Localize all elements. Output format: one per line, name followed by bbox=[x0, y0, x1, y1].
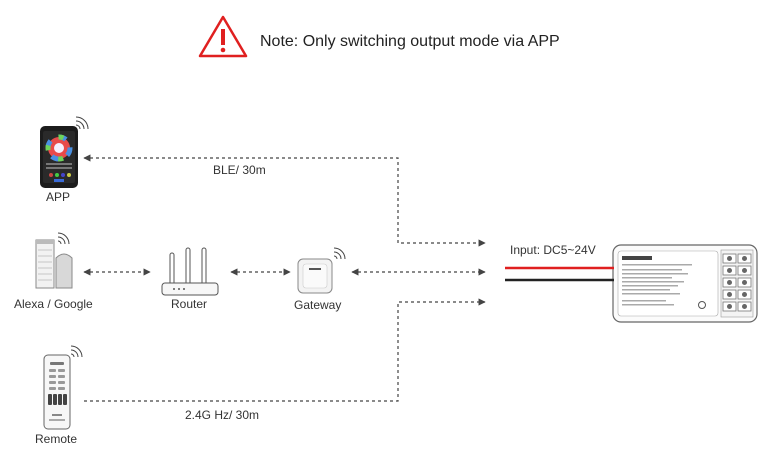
wifi-signal-icon bbox=[70, 345, 83, 358]
input-voltage-label: Input: DC5~24V bbox=[510, 243, 596, 257]
ble-link bbox=[83, 154, 486, 247]
rf-range-label: 2.4G Hz/ 30m bbox=[185, 408, 260, 422]
note-text: Note: Only switching output mode via APP bbox=[260, 33, 560, 50]
alexa-google-label: Alexa / Google bbox=[14, 297, 93, 311]
router-label: Router bbox=[171, 297, 208, 311]
app-label: APP bbox=[46, 190, 71, 204]
gateway-icon bbox=[297, 258, 333, 294]
gateway-label: Gateway bbox=[294, 298, 342, 312]
remote-icon bbox=[43, 354, 71, 430]
ble-range-label: BLE/ 30m bbox=[213, 163, 266, 177]
rf-link bbox=[84, 298, 486, 402]
remote-label: Remote bbox=[35, 432, 78, 446]
wifi-signal-icon bbox=[333, 247, 346, 260]
wifi-signal-icon bbox=[57, 232, 70, 245]
led-controller-icon bbox=[612, 244, 758, 323]
router-icon bbox=[161, 247, 219, 296]
wifi-signal-icon bbox=[75, 116, 89, 130]
warning-icon bbox=[198, 15, 248, 58]
smartphone-icon bbox=[40, 126, 78, 188]
smart-speaker-icon bbox=[35, 239, 73, 289]
